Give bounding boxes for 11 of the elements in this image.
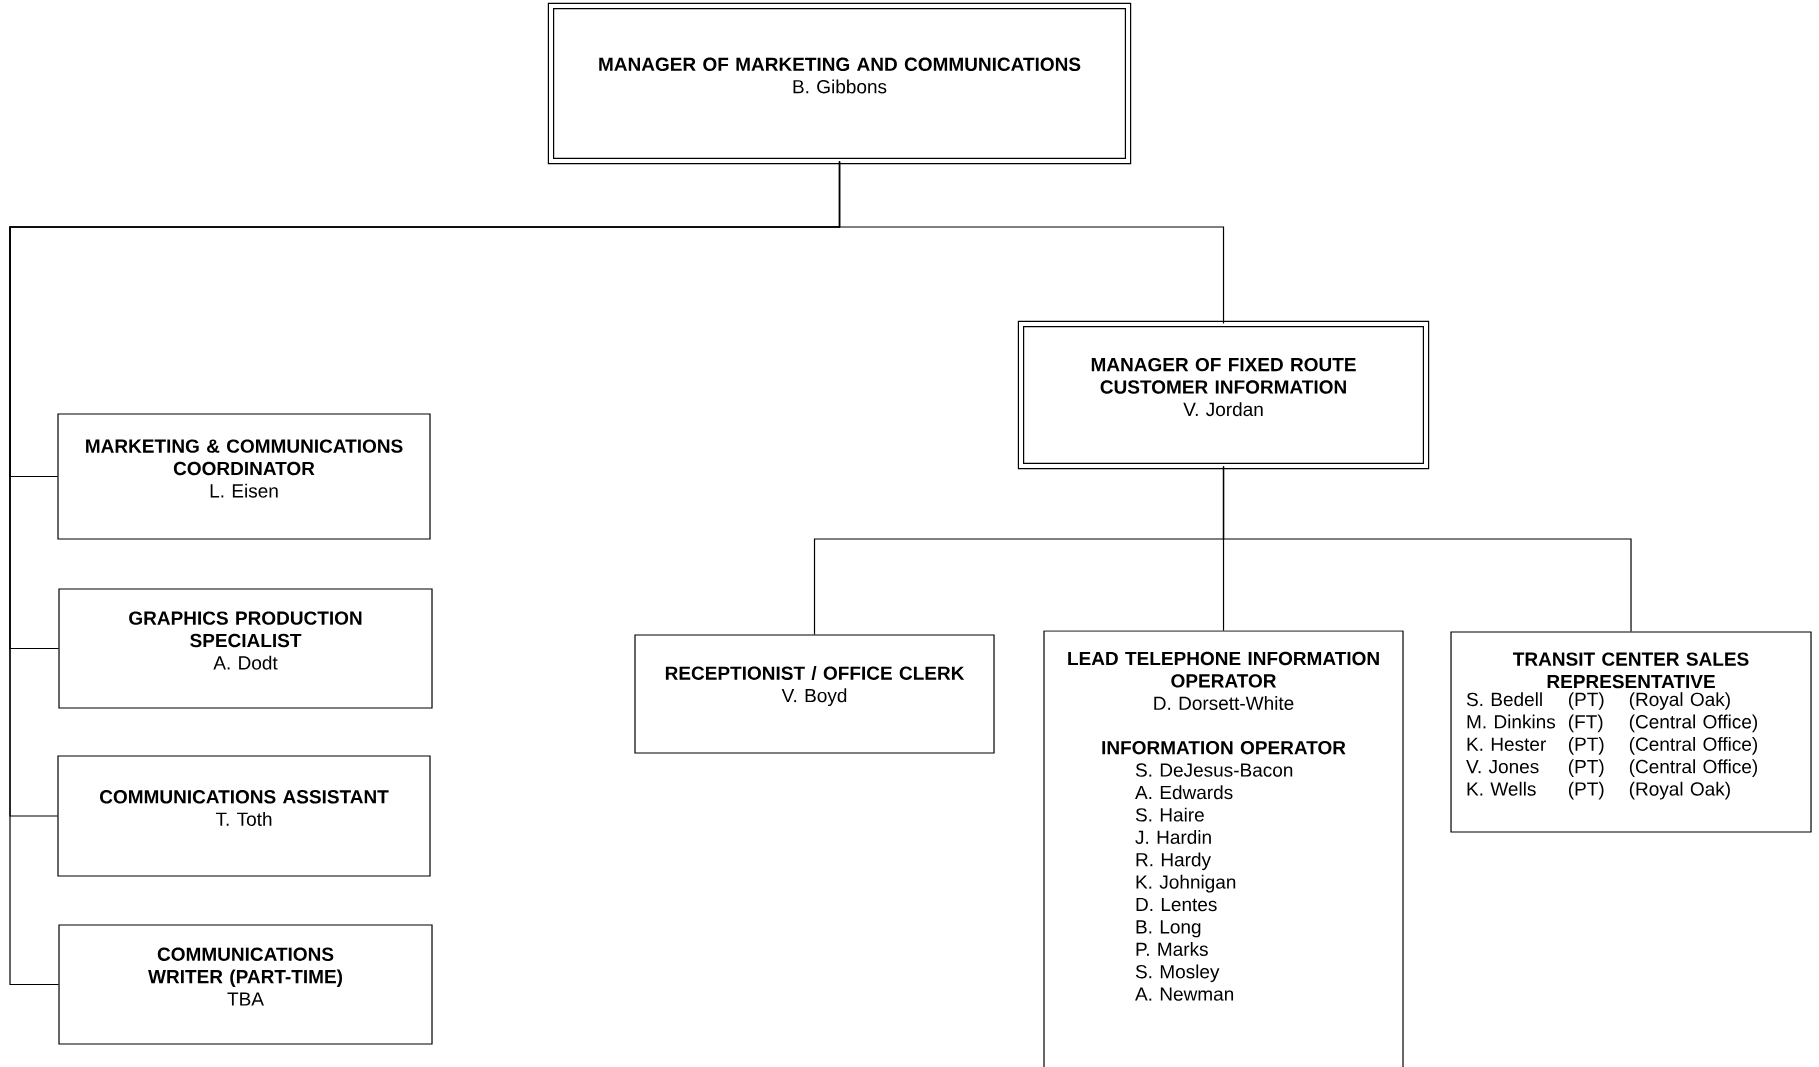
connector-line <box>9 160 841 986</box>
position-box: COMMUNICATIONS ASSISTANT T. Toth <box>57 755 431 877</box>
connector-line <box>1222 465 1632 633</box>
position-box: TRANSIT CENTER SALES REPRESENTATIVE S. Bedell (PT) (Royal Oak) M. Dinkins (FT) (Central Office) K. Hester (PT) (Central Office) V. Jones (PT) (Central Office) K. Wells (PT) (Royal Oak) <box>1450 631 1812 833</box>
position-box: RECEPTIONIST / OFFICE CLERK V. Boyd <box>634 634 995 754</box>
position-box: GRAPHICS PRODUCTION SPECIALIST A. Dodt <box>58 588 433 709</box>
position-box: MANAGER OF MARKETING AND COMMUNICATIONS B. Gibbons <box>547 2 1132 165</box>
position-box: LEAD TELEPHONE INFORMATION OPERATOR D. Dorsett-White INFORMATION OPERATOR S. DeJesus-Bacon A. Edwards S. Haire J. Hardin R. Hardy K. Johnigan D. Lentes B. Long P. Marks S. Mosley A. Newman <box>1043 630 1404 1067</box>
position-box: MANAGER OF FIXED ROUTE CUSTOMER INFORMATION V. Jordan <box>1017 320 1430 470</box>
position-box: MARKETING & COMMUNICATIONS COORDINATOR L. Eisen <box>57 413 431 540</box>
position-box: COMMUNICATIONS WRITER (PART-TIME) TBA <box>58 924 433 1045</box>
